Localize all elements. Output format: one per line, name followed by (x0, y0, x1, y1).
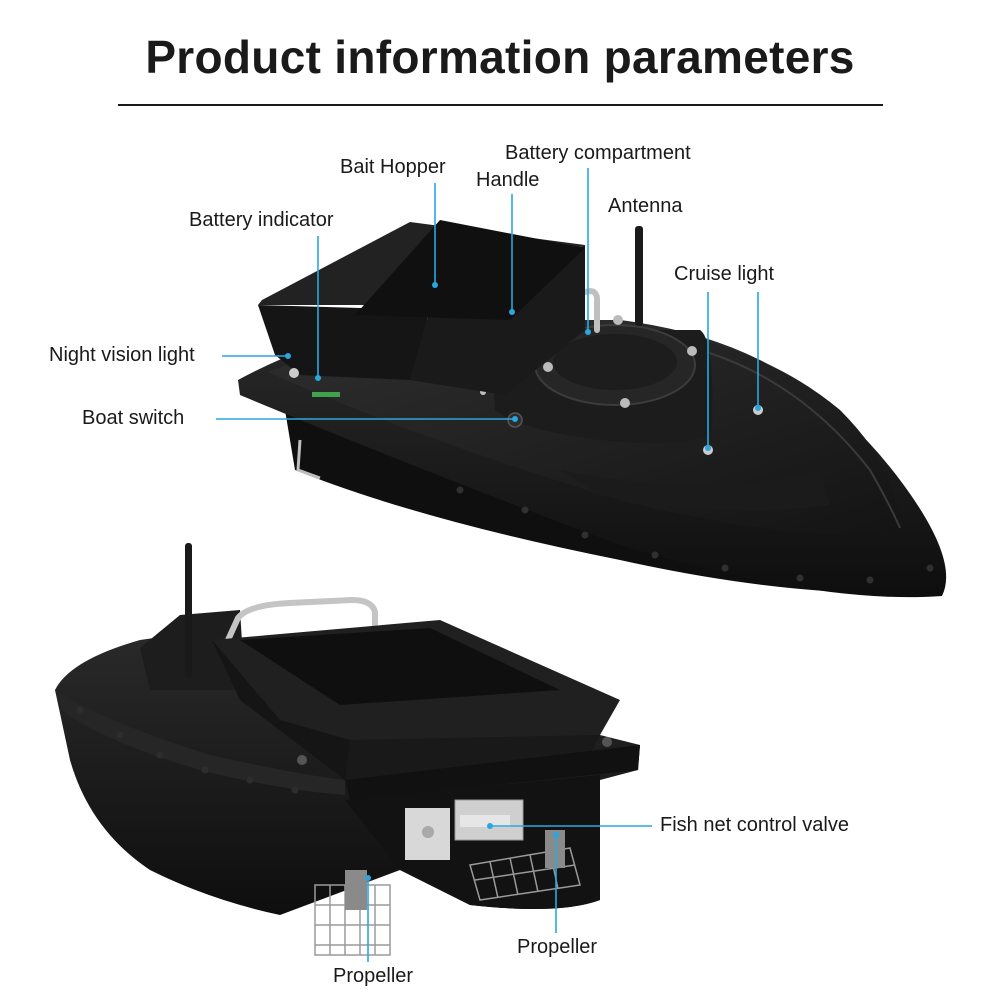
label-boat-switch: Boat switch (82, 407, 185, 429)
label-antenna: Antenna (608, 195, 683, 217)
leader-lines (216, 168, 759, 962)
antenna-rod (635, 226, 643, 326)
page-title: Product information parameters (145, 31, 855, 83)
leader-dots (285, 282, 761, 881)
label-propeller-right: Propeller (517, 936, 598, 958)
label-cruise-light: Cruise light (674, 263, 775, 285)
label-battery-compartment: Battery compartment (505, 142, 691, 164)
label-fish-net-control-valve: Fish net control valve (660, 814, 849, 836)
boat-top-view (238, 220, 947, 598)
label-bait-hopper: Bait Hopper (340, 156, 446, 178)
label-night-vision-light: Night vision light (49, 344, 195, 366)
rear-carry-handle (225, 596, 378, 643)
boat-rear-view (55, 543, 640, 956)
label-handle: Handle (476, 169, 540, 191)
rear-antenna-rod (185, 543, 192, 678)
label-propeller-left: Propeller (333, 965, 414, 987)
title-underline (118, 104, 883, 106)
label-battery-indicator: Battery indicator (189, 209, 334, 231)
